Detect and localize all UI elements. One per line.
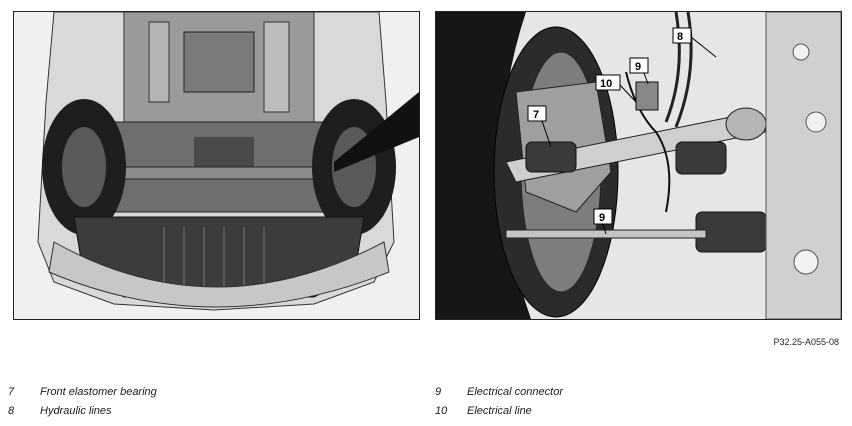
legend-label: Electrical connector [467,386,563,398]
callout-10: 10 [595,74,637,103]
callout-9-bottom: 9 [593,208,613,235]
legend-number: 10 [435,405,448,417]
legend-number: 7 [8,386,15,398]
svg-text:7: 7 [533,109,539,121]
detail-drawing: 8 9 10 7 9 [436,12,841,319]
legend-label: Front elastomer bearing [40,386,157,398]
callout-8: 8 [672,27,717,58]
legend-number: 8 [8,405,15,417]
callout-7: 7 [527,105,552,148]
svg-text:8: 8 [677,31,683,43]
detail-illustration: 8 9 10 7 9 [435,11,842,320]
vehicle-underside-drawing [14,12,419,319]
legend-label: Hydraulic lines [40,405,112,417]
overview-illustration [13,11,420,320]
svg-text:9: 9 [635,61,641,73]
callout-9-top: 9 [629,57,649,85]
svg-text:9: 9 [599,212,605,224]
figure-id: P32.25-A055-08 [773,337,839,347]
legend-label: Electrical line [467,405,532,417]
svg-text:10: 10 [600,78,612,90]
legend-number: 9 [435,386,442,398]
